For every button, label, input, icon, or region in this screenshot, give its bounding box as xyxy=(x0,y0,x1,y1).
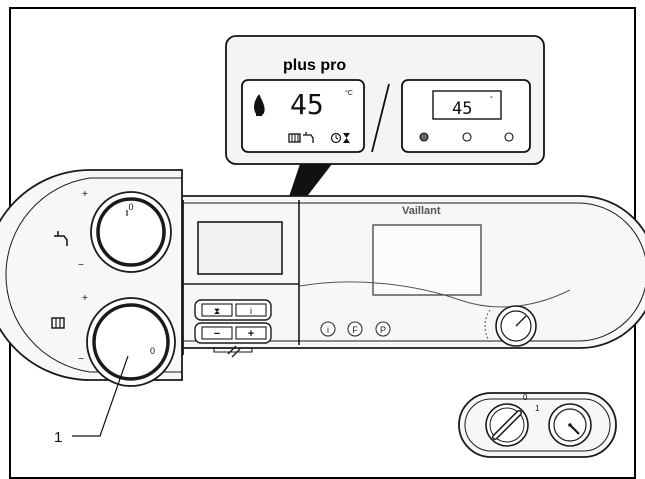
info-mode-label: i xyxy=(327,325,329,335)
button-cluster: ⧗ i − + xyxy=(194,299,272,358)
mode-buttons: i F P xyxy=(320,321,391,337)
hot-water-dial-zero: 0 xyxy=(128,202,133,212)
switch-gauge-unit: 0 1 xyxy=(458,392,617,458)
heating-plus-label: + xyxy=(82,293,88,304)
switch-off-label: 0 xyxy=(523,393,528,402)
callout-box: plus pro 45 °C xyxy=(225,35,545,238)
hot-water-plus-label: + xyxy=(82,189,88,200)
heating-dial-zero: 0 xyxy=(150,346,155,356)
right-lcd-button-2[interactable] xyxy=(462,132,472,142)
minus-button[interactable] xyxy=(201,326,233,340)
gauge-needle-icon xyxy=(569,424,580,435)
control-unit-knob[interactable] xyxy=(484,305,537,347)
right-lcd-button-3[interactable] xyxy=(504,132,514,142)
model-label: plus pro xyxy=(283,57,346,74)
tap-icon xyxy=(303,132,314,143)
plus-button[interactable] xyxy=(235,326,267,340)
control-unit-display xyxy=(372,224,482,296)
hourglass-icon xyxy=(343,133,350,143)
hourglass-button[interactable] xyxy=(201,303,233,317)
info-mode-button[interactable] xyxy=(320,321,336,337)
annotation-label-1: 1 xyxy=(54,429,62,446)
left-display-temperature: 45 xyxy=(290,88,324,121)
p-mode-button[interactable] xyxy=(375,321,391,337)
heating-dial[interactable]: 0 xyxy=(86,297,176,387)
f-mode-label: F xyxy=(352,325,358,335)
panel-display-window xyxy=(197,221,283,275)
decorative-wave xyxy=(299,281,571,308)
heating-radiator-icon xyxy=(51,317,65,329)
info-button-label: i xyxy=(250,306,252,316)
hourglass-button-label: ⧗ xyxy=(214,306,220,316)
main-power-switch[interactable] xyxy=(485,403,529,447)
clock-icon xyxy=(330,132,342,144)
flame-icon xyxy=(254,94,265,116)
f-mode-button[interactable] xyxy=(347,321,363,337)
right-display-temperature: 45 xyxy=(452,99,472,119)
left-display-unit: °C xyxy=(345,89,353,97)
right-display-unit: ° xyxy=(490,95,493,103)
brand-logo: Vaillant xyxy=(402,205,441,217)
left-lcd: 45 °C xyxy=(241,79,365,153)
hot-water-minus-label: − xyxy=(78,260,84,271)
pressure-gauge xyxy=(548,403,592,447)
control-panel: Vaillant i F P ⧗ i xyxy=(0,169,645,387)
right-lcd: 45 ° xyxy=(401,79,531,153)
plus-button-label: + xyxy=(248,328,254,340)
slash-divider xyxy=(371,83,390,153)
hot-water-dial[interactable]: 0 xyxy=(90,191,172,273)
info-button[interactable] xyxy=(235,303,267,317)
heating-water-icon xyxy=(227,345,241,358)
right-lcd-button-1[interactable] xyxy=(419,132,429,142)
minus-button-label: − xyxy=(214,328,220,340)
leader-line-1 xyxy=(72,355,129,437)
switch-on-label: 1 xyxy=(535,404,540,413)
hot-water-tap-icon xyxy=(54,231,68,246)
heating-minus-label: − xyxy=(78,354,84,365)
panel-inner-outline xyxy=(79,202,645,342)
radiator-icon xyxy=(288,133,301,143)
p-mode-label: P xyxy=(380,325,386,335)
